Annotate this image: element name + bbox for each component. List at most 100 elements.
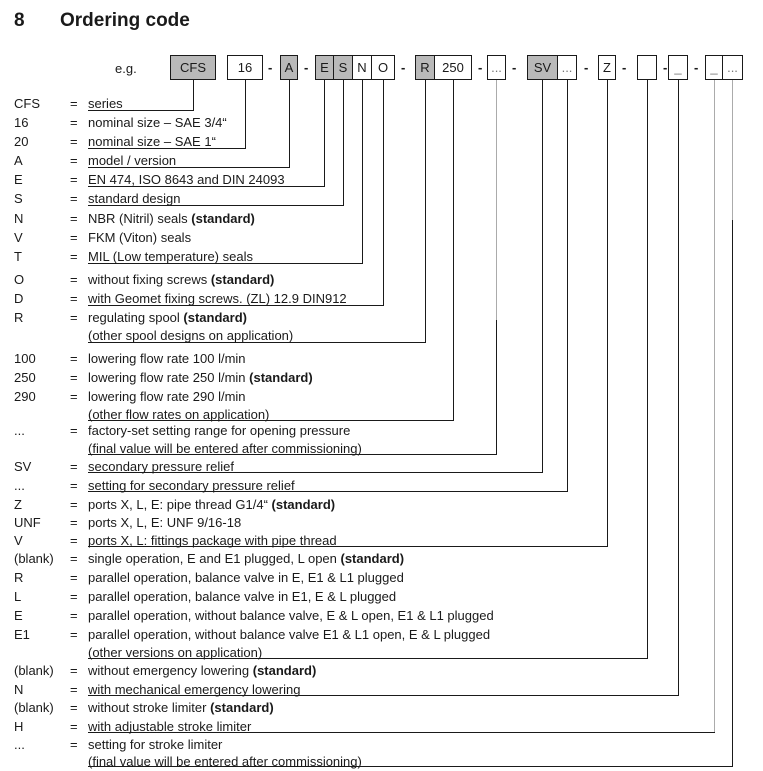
connector-vertical xyxy=(732,220,734,766)
equals-sign: = xyxy=(70,96,78,111)
connector-vertical xyxy=(607,80,609,546)
equals-sign: = xyxy=(70,389,78,404)
code-key-description: nominal size – SAE 1“ xyxy=(88,134,216,149)
code-key-label: 290 xyxy=(14,389,36,404)
equals-sign: = xyxy=(70,291,78,306)
equals-sign: = xyxy=(70,423,78,438)
connector-underline xyxy=(88,491,568,493)
connector-underline xyxy=(88,167,290,169)
equals-sign: = xyxy=(70,134,78,149)
connector-underline xyxy=(88,472,543,474)
code-key-label: 250 xyxy=(14,370,36,385)
equals-sign: = xyxy=(70,515,78,530)
connector-vertical xyxy=(496,80,498,320)
equals-sign: = xyxy=(70,191,78,206)
connector-vertical xyxy=(542,80,544,472)
code-key-description: (other versions on application) xyxy=(88,645,263,660)
code-box-cell: O xyxy=(371,55,395,80)
code-separator-dash: - xyxy=(694,60,699,75)
connector-underline xyxy=(88,695,679,697)
code-key-description: MIL (Low temperature) seals xyxy=(88,249,253,264)
code-key-description: without stroke limiter (standard) xyxy=(88,700,274,715)
equals-sign: = xyxy=(70,719,78,734)
code-key-description: setting for stroke limiter xyxy=(88,737,223,752)
code-box-cell: CFS xyxy=(170,55,216,80)
code-key-description: nominal size – SAE 3/4“ xyxy=(88,115,227,130)
code-key-description: setting for secondary pressure relief xyxy=(88,478,295,493)
equals-sign: = xyxy=(70,115,78,130)
code-key-label: UNF xyxy=(14,515,41,530)
code-key-description: factory-set setting range for opening pr… xyxy=(88,423,351,438)
connector-vertical xyxy=(362,80,364,263)
equals-sign: = xyxy=(70,627,78,642)
connector-underline xyxy=(88,420,454,422)
code-key-label: L xyxy=(14,589,22,604)
code-key-description: parallel operation, without balance valv… xyxy=(88,627,491,642)
code-key-label: T xyxy=(14,249,22,264)
code-key-label: S xyxy=(14,191,23,206)
code-box-cell: E xyxy=(315,55,334,80)
equals-sign: = xyxy=(70,351,78,366)
code-key-label: V xyxy=(14,533,23,548)
code-key-label: 100 xyxy=(14,351,36,366)
code-key-label: O xyxy=(14,272,25,287)
equals-sign: = xyxy=(70,153,78,168)
code-separator-dash: - xyxy=(478,60,483,75)
code-key-description: without fixing screws (standard) xyxy=(88,272,275,287)
code-box-cell: Z xyxy=(598,55,616,80)
code-key-description: without emergency lowering (standard) xyxy=(88,663,317,678)
code-key-label: (blank) xyxy=(14,551,54,566)
code-key-label: ... xyxy=(14,737,25,752)
connector-vertical xyxy=(678,80,680,695)
code-key-label: Z xyxy=(14,497,22,512)
connector-vertical xyxy=(647,80,649,658)
code-key-label: E xyxy=(14,172,23,187)
connector-underline xyxy=(88,110,194,112)
code-separator-dash: - xyxy=(401,60,406,75)
code-box-cell xyxy=(637,55,657,80)
connector-vertical xyxy=(193,80,195,110)
code-key-description: FKM (Viton) seals xyxy=(88,230,192,245)
code-key-description: regulating spool (standard) xyxy=(88,310,247,325)
equals-sign: = xyxy=(70,551,78,566)
equals-sign: = xyxy=(70,700,78,715)
code-separator-dash: - xyxy=(268,60,273,75)
connector-vertical xyxy=(383,80,385,305)
code-key-description: (final value will be entered after commi… xyxy=(88,441,362,456)
code-key-description: lowering flow rate 100 l/min xyxy=(88,351,246,366)
code-key-description: with mechanical emergency lowering xyxy=(88,682,301,697)
code-separator-dash: - xyxy=(584,60,589,75)
connector-vertical xyxy=(567,80,569,491)
connector-underline xyxy=(88,732,715,734)
connector-vertical xyxy=(496,320,498,454)
code-box-cell: _ xyxy=(705,55,723,80)
code-key-description: with adjustable stroke limiter xyxy=(88,719,252,734)
code-box-cell: ... xyxy=(557,55,577,80)
code-key-description: parallel operation, balance valve in E1,… xyxy=(88,589,397,604)
code-key-label: ... xyxy=(14,423,25,438)
code-key-description: NBR (Nitril) seals (standard) xyxy=(88,211,255,226)
code-key-description: model / version xyxy=(88,153,177,168)
code-separator-dash: - xyxy=(512,60,517,75)
code-key-description: ports X, L, E: pipe thread G1/4“ (standa… xyxy=(88,497,336,512)
code-key-label: A xyxy=(14,153,23,168)
equals-sign: = xyxy=(70,249,78,264)
equals-sign: = xyxy=(70,478,78,493)
connector-vertical xyxy=(289,80,291,167)
page-title: Ordering code xyxy=(60,10,190,31)
connector-vertical xyxy=(732,80,734,220)
code-key-description: secondary pressure relief xyxy=(88,459,234,474)
code-key-label: E1 xyxy=(14,627,30,642)
connector-underline xyxy=(88,148,246,150)
example-label: e.g. xyxy=(115,61,137,76)
connector-underline xyxy=(88,342,426,344)
equals-sign: = xyxy=(70,737,78,752)
connector-underline xyxy=(88,454,497,456)
equals-sign: = xyxy=(70,608,78,623)
code-key-label: (blank) xyxy=(14,700,54,715)
code-key-label: V xyxy=(14,230,23,245)
code-key-description: ports X, L, E: UNF 9/16-18 xyxy=(88,515,242,530)
connector-vertical xyxy=(714,80,716,732)
connector-vertical xyxy=(324,80,326,186)
code-box-cell: 16 xyxy=(227,55,263,80)
